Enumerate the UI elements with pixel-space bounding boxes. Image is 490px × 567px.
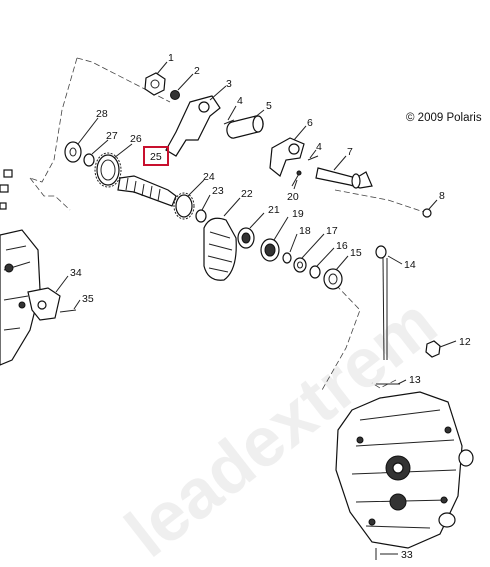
part-26-gear	[96, 154, 120, 186]
callout-12: 12	[459, 336, 471, 348]
part-27-ring	[83, 153, 95, 167]
part-26-gear-teeth	[94, 152, 122, 188]
callout-14: 14	[404, 259, 416, 271]
part-28-washer-hole	[69, 147, 77, 157]
callout-18: 18	[299, 225, 311, 237]
part-15-seal	[323, 268, 343, 290]
assembly-outline-right	[334, 189, 425, 213]
callout-2: 2	[194, 65, 200, 77]
callout-16: 16	[336, 240, 348, 252]
callout-23: 23	[212, 185, 224, 197]
callout-15: 15	[350, 247, 362, 259]
callout-4: 4	[237, 95, 243, 107]
callout-34: 34	[70, 267, 82, 279]
part-3-shift-fork	[165, 95, 221, 157]
cover-seal-lower	[438, 512, 456, 528]
part-25-shaft	[117, 175, 177, 207]
part-4-pin	[223, 119, 235, 125]
callout-5: 5	[266, 100, 272, 112]
part-24-gear-teeth	[173, 192, 195, 220]
part-21-sprocket-hub	[241, 232, 251, 244]
callout-13: 13	[409, 374, 421, 386]
part-24-gear	[175, 194, 193, 218]
part-7-shift-shaft	[315, 167, 373, 189]
part-26-gear-hub	[100, 159, 116, 181]
callout-4-second: 4	[316, 141, 322, 153]
copyright-notice: © 2009 Polaris	[406, 112, 482, 124]
callout-26: 26	[130, 133, 142, 145]
part-28-washer	[64, 141, 82, 163]
assembly-outline-left	[29, 57, 78, 183]
assembly-outline-top	[76, 57, 171, 103]
part-17-washer-hole	[297, 261, 303, 269]
part-14-dipstick-shaft	[382, 257, 385, 361]
part-16-ring	[309, 265, 321, 279]
cover-seal-upper	[458, 449, 474, 467]
part-6-shift-fork	[269, 137, 305, 177]
callout-28: 28	[96, 108, 108, 120]
callout-24: 24	[203, 171, 215, 183]
callout-6: 6	[307, 117, 313, 129]
part-2-pin	[170, 90, 180, 100]
part-1-nut-hole	[150, 79, 160, 89]
part-5-bushing-end	[252, 115, 264, 133]
part-3-fork-bore	[198, 101, 210, 113]
part-17-washer	[293, 257, 307, 273]
part-15-seal-lip	[328, 273, 338, 285]
callout-21: 21	[268, 204, 280, 216]
part-18-ring	[282, 252, 292, 264]
callout-27: 27	[106, 130, 118, 142]
callout-22: 22	[241, 188, 253, 200]
callout-19: 19	[292, 208, 304, 220]
part-4-pin-second	[307, 155, 319, 161]
callout-33: 33	[401, 549, 413, 561]
part-8-bolt	[422, 208, 432, 218]
assembly-outline-cover	[371, 379, 397, 389]
part-23-ring	[195, 209, 207, 223]
callout-3: 3	[226, 78, 232, 90]
part-19-bearing-race	[264, 243, 276, 257]
part-1-nut	[144, 72, 166, 96]
part-35-pin	[59, 309, 77, 313]
part-22-chain-links	[207, 231, 233, 273]
callout-1: 1	[168, 52, 174, 64]
part-12-nut	[425, 340, 441, 358]
part-6-fork-bore	[288, 143, 300, 155]
callout-7: 7	[347, 146, 353, 158]
part-14-dipstick-handle	[375, 245, 387, 259]
leader-lines	[55, 61, 457, 555]
part-22-chain	[203, 217, 237, 281]
gearcase-cover	[335, 391, 463, 549]
callout-20: 20	[287, 191, 299, 203]
part-20-pin-head	[296, 170, 302, 176]
callout-25: 25	[150, 151, 162, 163]
assembly-outline-left-lower	[29, 177, 71, 211]
part-7-shaft-collar	[351, 173, 361, 189]
callout-35: 35	[82, 293, 94, 305]
callout-17: 17	[326, 225, 338, 237]
callout-25-highlight-box	[143, 146, 169, 166]
part-25-shaft-splines	[125, 177, 161, 202]
callout-8: 8	[439, 190, 445, 202]
part-34-hole	[37, 300, 47, 310]
assembly-outline-lower	[321, 284, 361, 391]
left-gearcase-housing	[0, 169, 41, 366]
